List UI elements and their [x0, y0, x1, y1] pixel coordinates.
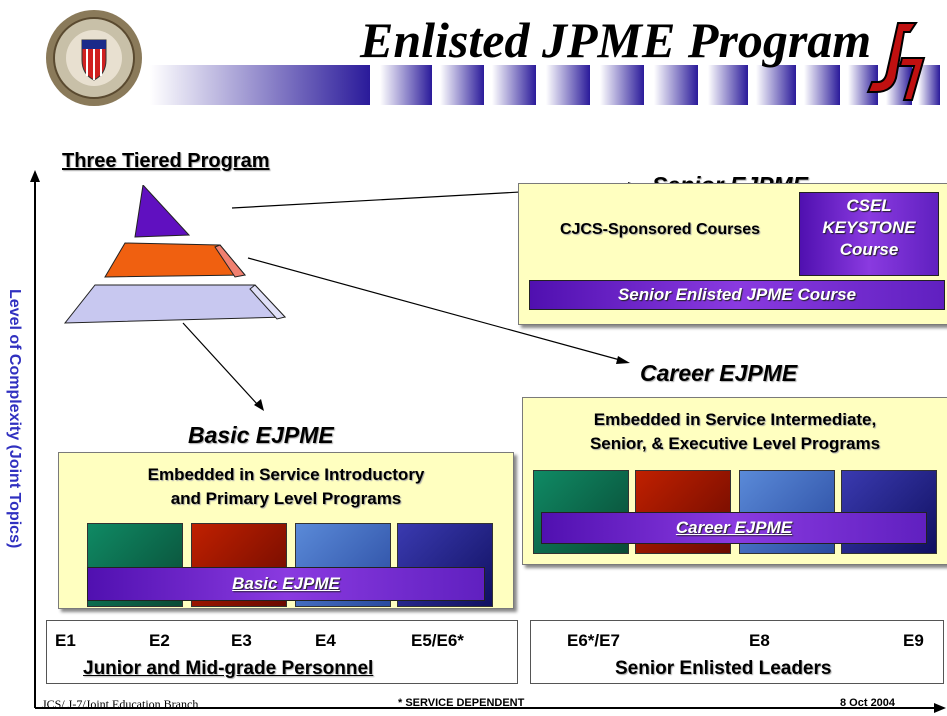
- junior-group-label: Junior and Mid-grade Personnel: [83, 658, 374, 679]
- header-bar-segment: [918, 65, 940, 105]
- basic-ejpme-title: Basic EJPME: [188, 422, 334, 448]
- pyramid-bottom-tier-side: [249, 284, 286, 320]
- jcs-seal: [44, 8, 144, 108]
- csel-line3: Course: [839, 240, 899, 259]
- csel-line1: CSEL: [846, 196, 892, 215]
- header-bar-left: [150, 65, 370, 105]
- senior-rank-box: E6*/E7 E8 E9 Senior Enlisted Leaders: [530, 620, 944, 684]
- basic-ejpme-bar: Basic EJPME: [87, 567, 485, 601]
- rank-label: E6*/E7: [567, 631, 620, 650]
- header-bar-segment: [654, 65, 698, 105]
- rank-label: E3: [231, 631, 252, 650]
- career-desc-line1: Embedded in Service Intermediate,: [593, 410, 877, 429]
- career-desc-line2: Senior, & Executive Level Programs: [589, 434, 881, 453]
- page-title: Enlisted JPME Program: [360, 12, 872, 68]
- tier-pyramid: [63, 185, 287, 324]
- senior-group-label: Senior Enlisted Leaders: [615, 658, 832, 679]
- y-axis-arrow: [30, 170, 40, 708]
- csel-line2: KEYSTONE: [822, 218, 916, 237]
- header-bar-segment: [492, 65, 536, 105]
- pyramid-middle-tier-side: [214, 244, 246, 278]
- rank-label: E2: [149, 631, 170, 650]
- senior-ejpme-box: CJCS-Sponsored Courses CSEL KEYSTONE Cou…: [518, 183, 947, 325]
- rank-label: E8: [749, 631, 770, 650]
- footer-branch: JCS/ J-7/Joint Education Branch: [42, 697, 199, 711]
- basic-desc-line2: and Primary Level Programs: [170, 489, 402, 508]
- footer-date: 8 Oct 2004: [840, 697, 896, 709]
- pyramid-top-tier: [134, 185, 191, 238]
- header-bar-segment: [380, 65, 432, 105]
- career-ejpme-bar: Career EJPME: [541, 512, 927, 544]
- career-ejpme-bar-label: Career EJPME: [675, 518, 793, 537]
- junior-rank-box: E1 E2 E3 E4 E5/E6* Junior and Mid-grade …: [46, 620, 518, 684]
- rank-label: E9: [903, 631, 924, 650]
- cjcs-sponsored-label: CJCS-Sponsored Courses: [559, 221, 761, 238]
- header-bar-segment: [708, 65, 748, 105]
- header-bar-segment: [600, 65, 644, 105]
- basic-desc-line1: Embedded in Service Introductory: [147, 465, 425, 484]
- rank-label: E5/E6*: [411, 631, 464, 650]
- header-bar-segment: [804, 65, 840, 105]
- basic-ejpme-box: Embedded in Service Introductory and Pri…: [58, 452, 514, 609]
- rank-label: E4: [315, 631, 336, 650]
- rank-label: E1: [55, 631, 76, 650]
- three-tiered-heading: Three Tiered Program: [62, 150, 270, 172]
- csel-keystone-box: CSEL KEYSTONE Course: [799, 192, 939, 276]
- footer-service-dependent: * SERVICE DEPENDENT: [398, 697, 525, 709]
- senior-enlisted-jpme-course-bar: Senior Enlisted JPME Course: [529, 280, 945, 310]
- career-ejpme-box: Embedded in Service Intermediate, Senior…: [522, 397, 947, 565]
- j7-logo: [858, 18, 928, 108]
- header-bar-segment: [546, 65, 590, 105]
- x-axis-arrow: [35, 703, 946, 713]
- career-ejpme-title: Career EJPME: [640, 360, 798, 386]
- basic-ejpme-bar-label: Basic EJPME: [232, 574, 340, 593]
- header-bar-segment: [440, 65, 484, 105]
- header-bar-segment: [756, 65, 796, 105]
